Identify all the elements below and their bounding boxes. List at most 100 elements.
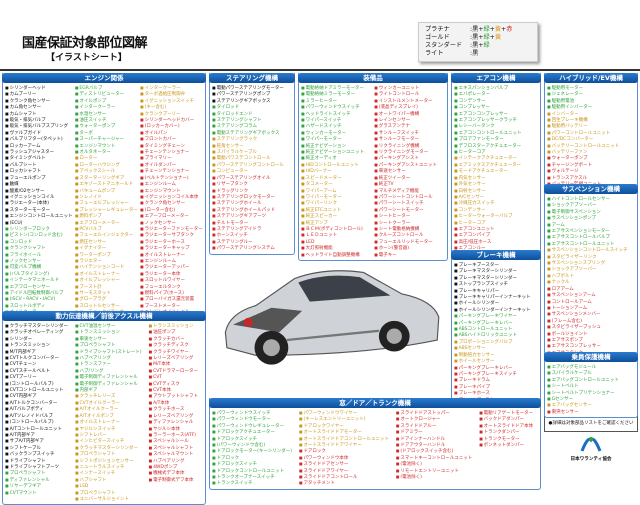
- part-item: ステアリングロックモーター: [212, 194, 292, 200]
- part-item: スターターリングギア: [75, 175, 138, 181]
- part-item: ディファレンシャル: [148, 419, 203, 425]
- part-item: オートスライドドアモーター: [299, 429, 394, 435]
- part-item: フューエルポンプ: [5, 175, 73, 181]
- part-item: ドアロックコントロールユニット: [212, 468, 297, 474]
- part-item: コンデンサー: [454, 207, 538, 213]
- part-item: シートベルト: [547, 383, 635, 389]
- part-item: 駆動用インバーター: [547, 104, 635, 110]
- part-item: 電子制御ディファレンシャル: [75, 381, 147, 387]
- part-item: M/T本体: [148, 361, 203, 367]
- part-item: エンジンコントロールユニット: [5, 213, 73, 219]
- part-column: エアバッグモジュールスパイラルケーブルエアバッグコントロールユニットシートベルト…: [547, 364, 635, 415]
- part-item: 電動格納ミラーモーター: [301, 91, 372, 97]
- part-item: ホイールシリンダー: [454, 300, 538, 306]
- part-item: ターボ: [75, 130, 138, 136]
- section-door: 窓／ドア／トランク機構パワーウィンドウスイッチパワーウィンドウモーターパワーウィ…: [209, 398, 541, 490]
- part-item: トランスミッション: [5, 342, 73, 348]
- part-item: (コントロールバルブ): [5, 381, 73, 387]
- part-item: クランクシャフト: [5, 245, 73, 251]
- part-item: エアサスコンプレッサー: [547, 343, 635, 349]
- part-item: トランクモーター: [479, 436, 538, 442]
- part-item: ラーラーホース(ATF): [148, 432, 203, 438]
- part-item: エアコンコントロールユニット: [454, 130, 538, 136]
- part-item: パワーウィンドウスイッチ: [301, 104, 372, 110]
- part-item: ライトコントロール: [374, 91, 445, 97]
- part-item: ステアリングアイドラ: [212, 226, 292, 232]
- part-item: オイルストレーナー: [140, 252, 203, 258]
- part-item: インバーター: [547, 111, 635, 117]
- part-item: ヒーターコア: [454, 149, 538, 155]
- part-item: ブレーキマスターシリンダー: [454, 268, 538, 274]
- part-item: (ECU): [5, 220, 73, 226]
- part-item: パワーコントロールユニット: [547, 130, 635, 136]
- part-item: (ベルトテンショナー): [140, 175, 203, 181]
- part-item: ヴォルテージ: [547, 168, 635, 174]
- part-item: 電動ステアリングギアボックス: [212, 130, 292, 136]
- part-item: プロポーショニングバルブ: [454, 339, 538, 345]
- part-item: パーキングアシスト: [374, 155, 445, 161]
- part-item: サブA/T内部ギア: [5, 438, 73, 444]
- legend-plan-name: ゴールド: [425, 34, 450, 41]
- part-item: 電動パワーステアリングモーター: [212, 85, 292, 91]
- part-item: スターターモーター: [5, 207, 73, 213]
- part-item: (バルブタイミング): [5, 271, 73, 277]
- part-item: 触媒: [5, 181, 73, 187]
- part-item: オートスライドドア本体: [479, 423, 538, 429]
- part-item: ラジエーターファンモーター: [140, 226, 203, 232]
- part-item: オルタネーター: [75, 149, 138, 155]
- part-column: トランスミッション油圧ポンプクラッチカバークラッチディスククラッチワイヤーレリー…: [148, 323, 203, 502]
- part-item: A/Tコントロールユニット: [5, 426, 73, 432]
- part-item: A/Tソレノイドバルブ: [5, 413, 73, 419]
- legend-color: 黒: [472, 26, 479, 33]
- part-item: ホイールセンサー: [454, 358, 538, 364]
- part-item: プロペラシャフト: [75, 342, 147, 348]
- part-item: フロントカバー: [140, 136, 203, 142]
- part-item: 舵角センサー: [212, 143, 292, 149]
- part-item: 電子制御サスペンション: [547, 209, 635, 215]
- part-item: バックランプスイッチ: [5, 451, 73, 457]
- part-item: ウォーターポンプ: [75, 123, 138, 129]
- part-item: サスペンションメンバー: [547, 311, 635, 317]
- part-item: 大灯照射機能: [301, 245, 372, 251]
- part-item: オートスライドドアワイヤー: [299, 442, 394, 448]
- part-item: シリンダーヘッドカバー: [140, 117, 203, 123]
- part-item: スタビライザーリンク: [547, 254, 635, 260]
- part-item: パーキングブレーキスイッチ: [454, 371, 538, 377]
- part-item: ハブベアリング: [148, 458, 203, 464]
- part-item: オイルストレーナー: [75, 419, 147, 425]
- part-item: ラジエーター(本体): [5, 200, 73, 206]
- association-logo: 日本ワランティ協会: [566, 436, 616, 462]
- part-item: レインセンサー: [374, 117, 445, 123]
- part-column: シリンダーヘッドカムプーリークランク角センサーカム角センサーカムシャフト吸気・排…: [5, 85, 73, 348]
- part-item: ブレーキキャリパーインナーキット: [454, 294, 538, 300]
- part-item: オートワイパー機構: [374, 111, 445, 117]
- part-item: 電動リアゲートモーター: [479, 410, 538, 416]
- part-item: 純正ナビゲーションユニット: [301, 149, 372, 155]
- part-item: インタークーラー: [75, 104, 138, 110]
- part-item: ABSコントロールユニット: [454, 326, 538, 332]
- part-item: ドライブシャフト(ストレート): [75, 349, 147, 355]
- part-item: ウィンカーモーター: [301, 130, 372, 136]
- part-item: ステアリングギアブーツ: [212, 213, 292, 219]
- part-item: ドラッグリンク: [212, 188, 292, 194]
- part-item: ボールジョイント: [547, 331, 635, 337]
- part-item: ナックル: [547, 279, 635, 285]
- part-item: インタークーラー: [140, 85, 203, 91]
- part-item: クラッチオペレーティング: [5, 329, 73, 335]
- part-item: パワーウィンドウスイッチ: [212, 410, 297, 416]
- part-item: ドアロック: [299, 448, 394, 454]
- part-item: トランスミッション: [75, 329, 147, 335]
- logo-icon: [580, 437, 602, 452]
- part-item: 純正ナビゲーション: [301, 143, 372, 149]
- part-item: アタッチメント: [299, 480, 394, 486]
- part-item: ハイトコントロールセンサー: [547, 196, 635, 202]
- part-item: ハザードスイッチ: [301, 123, 372, 129]
- part-item: ブレーキブースター: [454, 262, 538, 268]
- part-column: インタークーラーターボ過給圧制御弁イグニッションスイッチ(キー含む)クランクプー…: [140, 85, 203, 348]
- part-item: ドアロックスイッチ: [212, 461, 297, 467]
- part-item: タイミングチェーン: [140, 143, 203, 149]
- part-item: グロープラグ: [75, 296, 138, 302]
- part-item: A/T本体: [148, 400, 203, 406]
- part-item: ワイパーモーター: [301, 194, 372, 200]
- part-item: パワーウィンドウワイヤー: [299, 410, 394, 416]
